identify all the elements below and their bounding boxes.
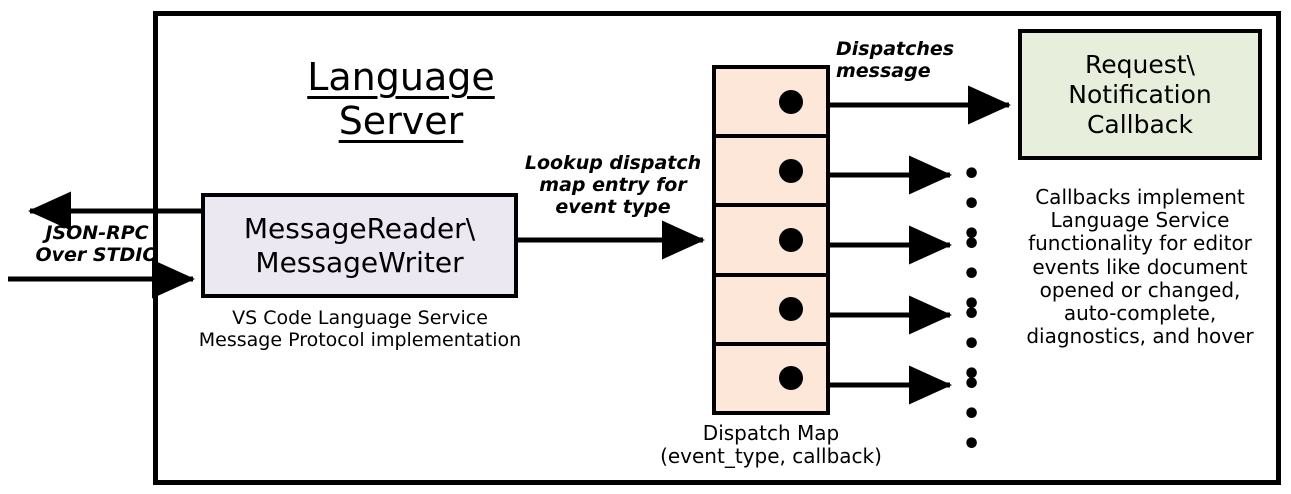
- callback-pointer-dot-icon: [779, 158, 803, 183]
- message-reader-writer-box[interactable]: MessageReader\ MessageWriter: [201, 193, 518, 298]
- language-server-boundary: [153, 11, 1281, 485]
- message-protocol-caption: VS Code Language Service Message Protoco…: [198, 307, 522, 352]
- page-title: Language Server: [307, 55, 495, 144]
- callback-pointer-dot-icon: [779, 297, 803, 322]
- dispatches-message-label: Dispatches message: [836, 38, 955, 83]
- lookup-dispatch-label: Lookup dispatch map entry for event type: [524, 152, 702, 219]
- ellipsis-5: • • •: [962, 367, 985, 462]
- dispatch-map-table[interactable]: [712, 65, 830, 415]
- dispatch-entry-3[interactable]: [716, 207, 826, 277]
- transport-label: JSON-RPC Over STDIO: [35, 222, 159, 267]
- message-reader-writer-label: MessageReader\ MessageWriter: [243, 211, 476, 279]
- ellipsis-3: • • •: [962, 227, 985, 322]
- dispatch-map-caption: Dispatch Map (event_type, callback): [660, 421, 882, 469]
- callback-pointer-dot-icon: [779, 89, 803, 114]
- dispatch-entry-2[interactable]: [716, 138, 826, 208]
- ellipsis-2: • • •: [962, 157, 985, 252]
- callback-pointer-dot-icon: [779, 366, 803, 391]
- ellipsis-4: • • •: [962, 297, 985, 392]
- request-notification-callback-box[interactable]: Request\ Notification Callback: [1018, 29, 1262, 160]
- dispatch-entry-1[interactable]: [716, 69, 826, 139]
- callback-description: Callbacks implement Language Service fun…: [1026, 185, 1254, 349]
- dispatch-entry-5[interactable]: [716, 346, 826, 411]
- dispatch-entry-4[interactable]: [716, 277, 826, 346]
- request-notification-callback-label: Request\ Notification Callback: [1068, 49, 1212, 139]
- callback-pointer-dot-icon: [779, 228, 803, 252]
